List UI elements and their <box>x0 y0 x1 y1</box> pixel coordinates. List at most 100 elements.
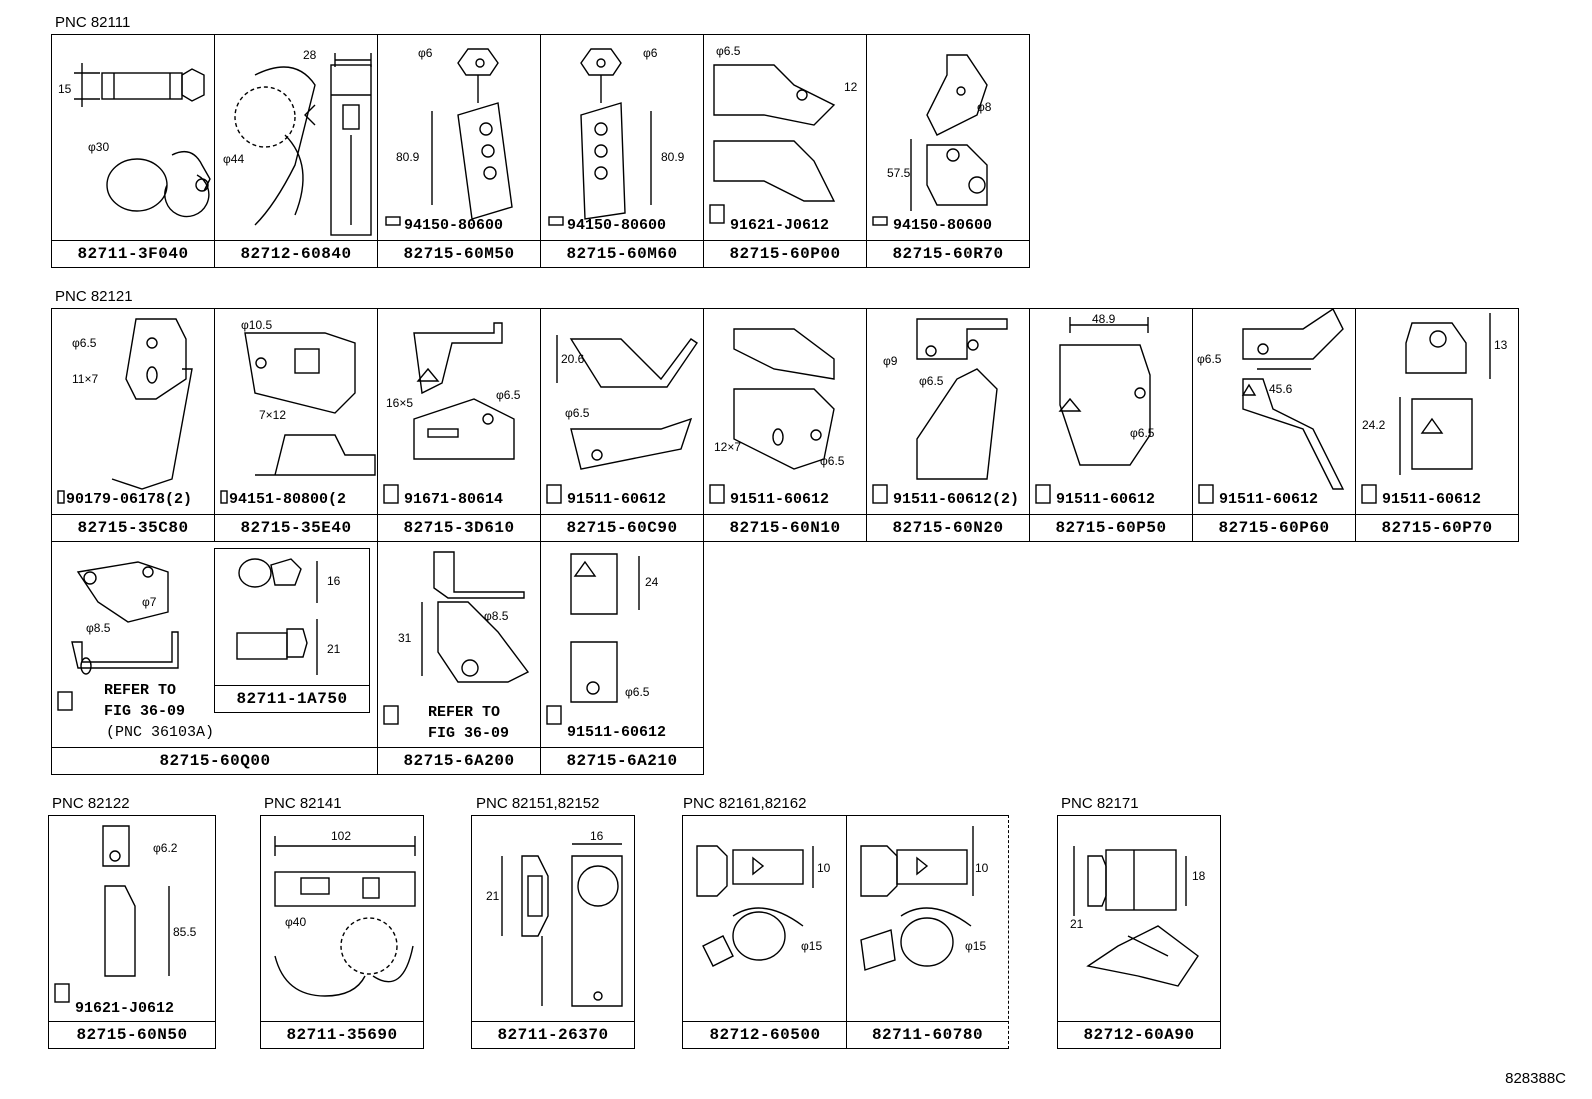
bracket-illustration: φ7 φ8.5 <box>57 561 179 711</box>
part-number: 82715-60P70 <box>1356 514 1518 541</box>
dim-diameter-1: φ9 <box>883 354 898 368</box>
part-cell-82715-60P00[interactable]: φ6.5 12 91621-J0612 82715-60P00 <box>703 34 867 268</box>
clamp-illustration: 16 21 <box>236 558 341 675</box>
part-cell-82715-60M60[interactable]: φ6 80.9 94150-80600 82715-60M60 <box>540 34 704 268</box>
dim-diameter: φ6.5 <box>1197 352 1222 366</box>
clip-illustration: 10 φ15 <box>696 845 831 967</box>
dim-diameter: φ40 <box>285 915 306 929</box>
group-label-82121: PNC 82121 <box>55 288 133 305</box>
dimension-labels: 15 φ30 <box>58 82 109 154</box>
dim-diameter: φ6.5 <box>716 44 741 58</box>
bracket-illustration: 13 24.2 91511-60612 <box>1361 313 1508 508</box>
dim-length: 31 <box>398 631 412 645</box>
dim-height-2: 21 <box>327 642 341 656</box>
dim-diameter-1: φ7 <box>142 595 157 609</box>
part-cell-82715-35C80[interactable]: φ6.5 11×7 90179-06178(2) 82715-35C80 <box>51 308 215 542</box>
part-cell-82715-6A200[interactable]: 31 φ8.5 REFER TO FIG 36-09 82715-6A200 <box>377 541 541 775</box>
part-cell-82715-35E40[interactable]: φ10.5 7×12 94151-80800(2 82715-35E40 <box>214 308 378 542</box>
dim-length: 24.2 <box>1362 418 1386 432</box>
part-number: 82712-60A90 <box>1058 1021 1220 1048</box>
dim-diameter: φ6 <box>418 46 433 60</box>
group-label-82161-82162: PNC 82161,82162 <box>683 795 807 812</box>
dim-height: 21 <box>486 889 500 903</box>
bracket-illustration: φ6 80.9 94150-80600 <box>548 46 685 234</box>
part-cell-82711-60780[interactable]: 10 φ15 82711-60780 <box>846 815 1009 1049</box>
part-cell-82712-60840[interactable]: 28 φ44 82712-60840 <box>214 34 378 268</box>
part-cell-82715-3D610[interactable]: 16×5 φ6.5 91671-80614 82715-3D610 <box>377 308 541 542</box>
dim-width: 48.9 <box>1092 312 1116 326</box>
bracket-illustration: 31 φ8.5 <box>383 551 530 725</box>
part-number: 82711-3F040 <box>52 240 214 267</box>
part-number: 82715-60M60 <box>541 240 703 267</box>
part-number: 82715-60N20 <box>867 514 1029 541</box>
bracket-illustration: φ9 φ6.5 91511-60612(2) <box>872 318 1019 508</box>
part-number: 82715-3D610 <box>378 514 540 541</box>
part-cell-82711-1A750[interactable]: 16 21 82711-1A750 <box>214 548 370 713</box>
bracket-illustration: φ6.2 85.5 91621-J0612 <box>54 825 197 1017</box>
part-number: 82711-35690 <box>261 1021 423 1048</box>
part-number: 82715-60R70 <box>867 240 1029 267</box>
hardware-number: 94150-80600 <box>404 217 503 234</box>
bracket-illustration: 16×5 φ6.5 91671-80614 <box>383 322 521 508</box>
bracket-illustration: 48.9 φ6.5 91511-60612 <box>1035 312 1155 508</box>
hardware-number: 91511-60612 <box>1382 491 1481 508</box>
bracket-illustration: φ6.5 12 91621-J0612 <box>709 44 858 234</box>
part-cell-82715-60R70[interactable]: φ8 57.5 94150-80600 82715-60R70 <box>866 34 1030 268</box>
dim-height: 15 <box>58 82 72 96</box>
dim-diameter: φ6.5 <box>496 388 521 402</box>
dim-diameter: φ8.5 <box>484 609 509 623</box>
part-cell-82715-60M50[interactable]: φ6 80.9 94150-80600 82715-60M50 <box>377 34 541 268</box>
bracket-illustration: φ6.5 11×7 90179-06178(2) <box>57 318 193 508</box>
part-number: 82715-60Q00 <box>52 747 379 774</box>
part-number: 82712-60840 <box>215 240 377 267</box>
dim-diameter-2: φ6.5 <box>919 374 944 388</box>
part-cell-82715-60P50[interactable]: 48.9 φ6.5 91511-60612 82715-60P50 <box>1029 308 1193 542</box>
part-cell-82715-60N10[interactable]: 12×7 φ6.5 91511-60612 82715-60N10 <box>703 308 867 542</box>
part-cell-82715-60P60[interactable]: φ6.5 45.6 91511-60612 82715-60P60 <box>1192 308 1356 542</box>
group-label-82151-82152: PNC 82151,82152 <box>476 795 600 812</box>
part-number: 82715-35E40 <box>215 514 377 541</box>
dim-diameter: φ6.5 <box>565 406 590 420</box>
dim-height: 18 <box>1192 869 1206 883</box>
dim-diameter: φ30 <box>88 140 109 154</box>
dim-height: 20.6 <box>561 352 585 366</box>
group-label-82111: PNC 82111 <box>55 14 131 31</box>
bracket-illustration: 20.6 φ6.5 91511-60612 <box>546 335 698 508</box>
dim-length: 57.5 <box>887 166 911 180</box>
dim-length: 80.9 <box>661 150 685 164</box>
part-number: 82715-60M50 <box>378 240 540 267</box>
dim-height: 13 <box>1494 338 1508 352</box>
hardware-number: 94151-80800(2 <box>229 491 346 508</box>
dim-width: 28 <box>303 48 317 62</box>
dim-slot: 11×7 <box>72 372 98 386</box>
dim-diameter: φ6.5 <box>72 336 97 350</box>
refer-line-1: REFER TO <box>104 682 177 699</box>
part-cell-82712-60A90[interactable]: 18 21 82712-60A90 <box>1057 815 1221 1049</box>
part-cell-82715-60C90[interactable]: 20.6 φ6.5 91511-60612 82715-60C90 <box>540 308 704 542</box>
clamp-illustration <box>74 63 211 218</box>
bracket-illustration: φ8 57.5 94150-80600 <box>872 54 992 234</box>
part-cell-82715-60N50[interactable]: φ6.2 85.5 91621-J0612 82715-60N50 <box>48 815 216 1049</box>
hardware-number: 94150-80600 <box>567 217 666 234</box>
bracket-illustration: 12×7 φ6.5 91511-60612 <box>709 328 845 508</box>
part-cell-82715-60N20[interactable]: φ9 φ6.5 91511-60612(2) 82715-60N20 <box>866 308 1030 542</box>
clamp-illustration: 21 16 <box>486 829 623 1007</box>
group-label-82122: PNC 82122 <box>52 795 130 812</box>
dim-width: 102 <box>331 829 351 843</box>
part-cell-82715-60P70[interactable]: 13 24.2 91511-60612 82715-60P70 <box>1355 308 1519 542</box>
bracket-illustration: φ6 80.9 94150-80600 <box>385 46 513 234</box>
part-cell-82715-6A210[interactable]: 24 φ6.5 91511-60612 82715-6A210 <box>540 541 704 775</box>
part-cell-82711-26370[interactable]: 21 16 82711-26370 <box>471 815 635 1049</box>
clip-illustration: 10 φ15 <box>860 826 989 971</box>
dim-height: 24 <box>645 575 659 589</box>
hardware-number: 91511-60612 <box>1219 491 1318 508</box>
refer-line-2: FIG 36-09 <box>104 703 186 720</box>
group-label-82171: PNC 82171 <box>1061 795 1139 812</box>
part-cell-82711-35690[interactable]: 102 φ40 82711-35690 <box>260 815 424 1049</box>
part-cell-82711-3F040[interactable]: 15 φ30 82711-3F040 <box>51 34 215 268</box>
dim-height: 12 <box>844 80 858 94</box>
hardware-number: 91621-J0612 <box>730 217 829 234</box>
part-cell-82712-60500[interactable]: 10 φ15 82712-60500 <box>682 815 848 1049</box>
dim-diameter-2: φ15 <box>965 939 986 953</box>
clamp-illustration: 28 φ44 <box>223 48 372 236</box>
